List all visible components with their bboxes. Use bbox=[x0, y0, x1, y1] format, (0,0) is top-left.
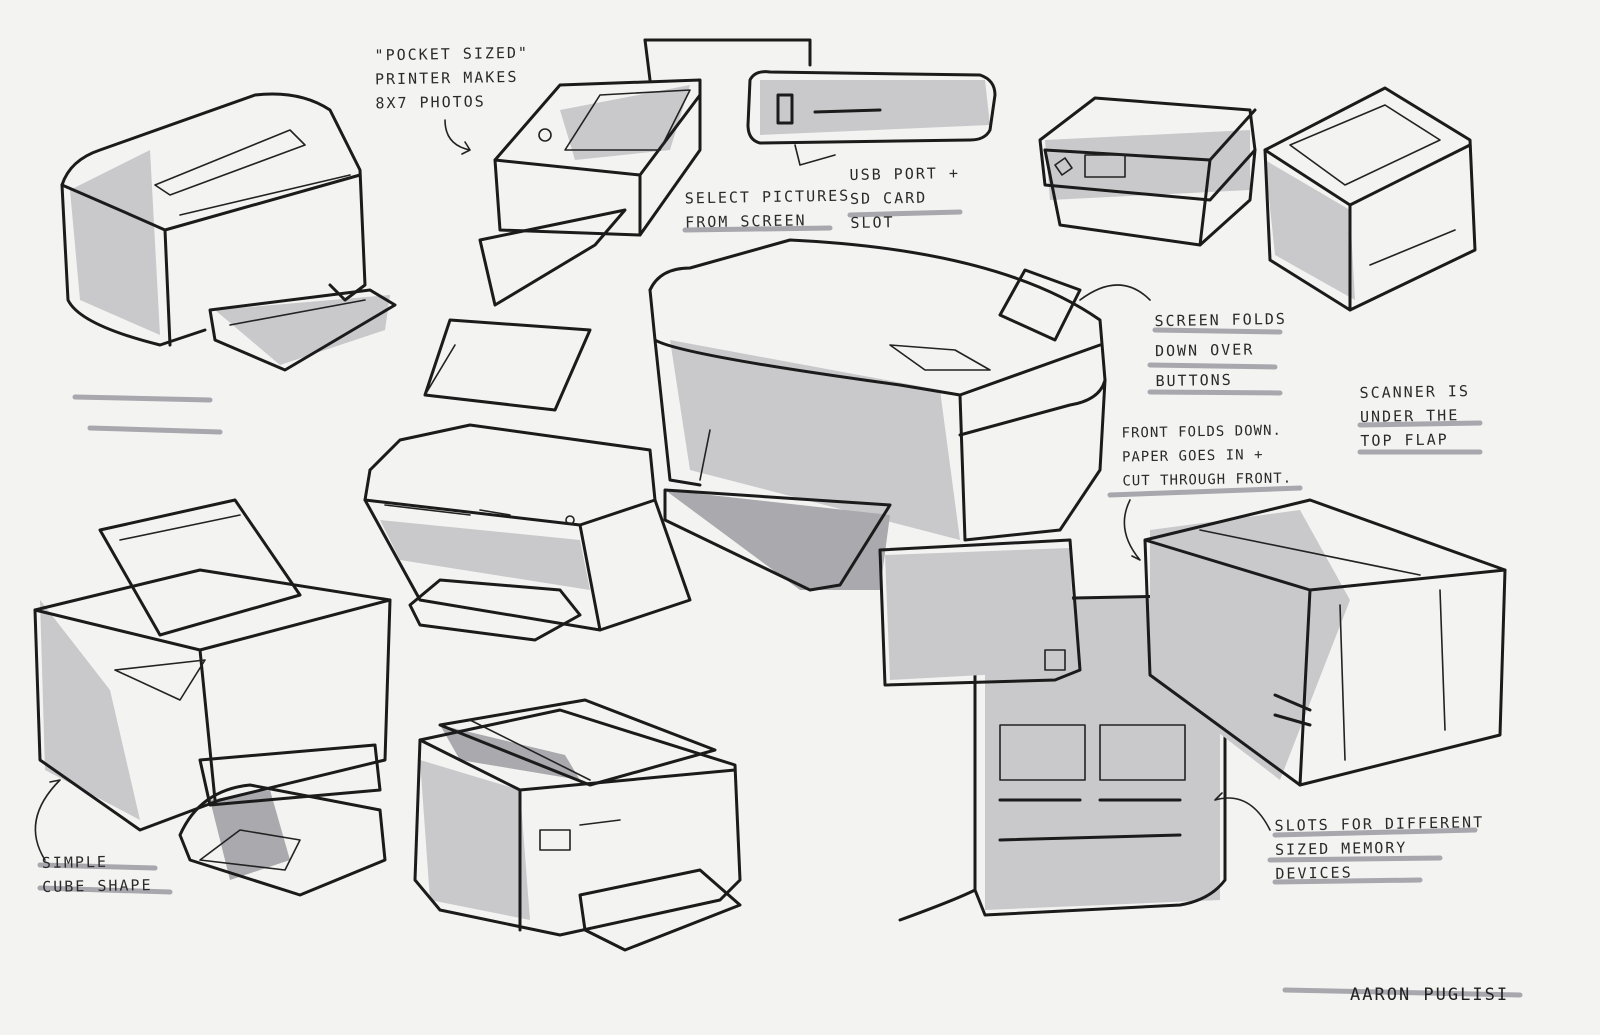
note-line: FRONT FOLDS DOWN. bbox=[1121, 422, 1283, 442]
note-slots: SLOTS FOR DIFFERENT SIZED MEMORY DEVICES bbox=[1274, 810, 1485, 886]
note-line: PAPER GOES IN + bbox=[1121, 447, 1264, 466]
note-front-folds: FRONT FOLDS DOWN. PAPER GOES IN + CUT TH… bbox=[1121, 419, 1292, 494]
note-line: SLOTS FOR DIFFERENT bbox=[1274, 813, 1485, 835]
usb-slot-detail-sketch bbox=[746, 70, 997, 166]
note-line: CUBE SHAPE bbox=[42, 876, 153, 896]
note-line: SELECT PICTURES bbox=[684, 186, 851, 208]
annotation-underlines bbox=[37, 209, 1523, 998]
laser-printer-sketch bbox=[60, 92, 397, 372]
note-simple-cube: SIMPLE CUBE SHAPE bbox=[42, 849, 153, 899]
note-select-pictures: SELECT PICTURES FROM SCREEN bbox=[685, 184, 851, 235]
note-screen-folds: SCREEN FOLDS DOWN OVER BUTTONS bbox=[1154, 304, 1288, 396]
note-line: UNDER THE bbox=[1359, 406, 1460, 426]
artist-signature: AARON PUGLISI bbox=[1350, 985, 1510, 1005]
note-line: PRINTER MAKES bbox=[374, 67, 519, 89]
note-line: BUTTONS bbox=[1155, 370, 1233, 391]
note-usb-port: USB PORT + SD CARD SLOT bbox=[849, 161, 961, 235]
cube-printer-sketch bbox=[33, 498, 392, 897]
note-line: SLOT bbox=[850, 213, 895, 232]
note-line: FROM SCREEN bbox=[685, 211, 807, 232]
note-line: USB PORT + bbox=[849, 164, 961, 184]
note-pocket-sized: "POCKET SIZED" PRINTER MAKES 8x7 PHOTOS bbox=[374, 41, 530, 116]
angled-front-printer-sketch bbox=[363, 318, 692, 642]
note-line: CUT THROUGH FRONT. bbox=[1122, 470, 1293, 490]
note-line: SCANNER IS bbox=[1359, 382, 1471, 402]
note-line: TOP FLAP bbox=[1360, 430, 1449, 450]
all-in-one-top-right-sketch bbox=[1038, 96, 1257, 247]
note-scanner: SCANNER IS UNDER THE TOP FLAP bbox=[1359, 379, 1471, 453]
annotation-leaders bbox=[34, 119, 1271, 861]
note-line: SCREEN FOLDS bbox=[1154, 309, 1287, 331]
note-line: SIMPLE bbox=[41, 852, 109, 872]
note-line: 8x7 PHOTOS bbox=[375, 92, 486, 113]
note-line: DEVICES bbox=[1275, 863, 1353, 883]
note-line: SIZED MEMORY bbox=[1274, 838, 1408, 859]
note-line: SD CARD bbox=[849, 188, 928, 208]
compact-printer-top-right-sketch bbox=[1263, 86, 1477, 312]
scanner-cube-sketch bbox=[1143, 498, 1507, 787]
flatbed-printer-sketch bbox=[413, 698, 742, 952]
note-line: "POCKET SIZED" bbox=[374, 43, 530, 65]
pocket-photo-printer-sketch bbox=[478, 38, 812, 307]
folding-screen-printer-sketch bbox=[648, 238, 1107, 592]
note-line: DOWN OVER bbox=[1154, 340, 1255, 361]
